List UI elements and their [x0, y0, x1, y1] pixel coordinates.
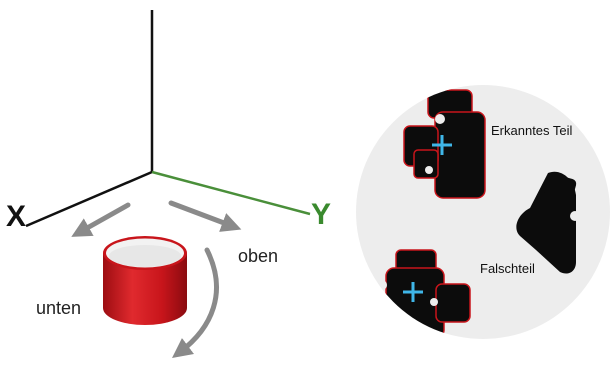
red-cylinder-part [103, 236, 187, 325]
label-detected-part: Erkanntes Teil [491, 123, 573, 138]
coordinate-axes [25, 10, 311, 228]
direction-arrows [71, 200, 242, 359]
detected-part [403, 89, 486, 199]
label-wrong-part: Falschteil [480, 261, 535, 276]
label-unten: unten [36, 298, 82, 318]
detected-center-marker [432, 135, 452, 155]
x-axis-line [25, 170, 153, 228]
y-axis-line [151, 170, 311, 216]
detected-center-marker-2 [403, 282, 423, 302]
arrow-rotation [172, 247, 219, 359]
label-oben: oben [238, 246, 279, 266]
x-axis-label: X [6, 200, 27, 233]
camera-view [356, 85, 610, 339]
wrong-part [516, 171, 580, 274]
y-axis-label: Y [311, 198, 332, 231]
arrow-right [168, 200, 242, 232]
arrow-left [71, 202, 131, 237]
